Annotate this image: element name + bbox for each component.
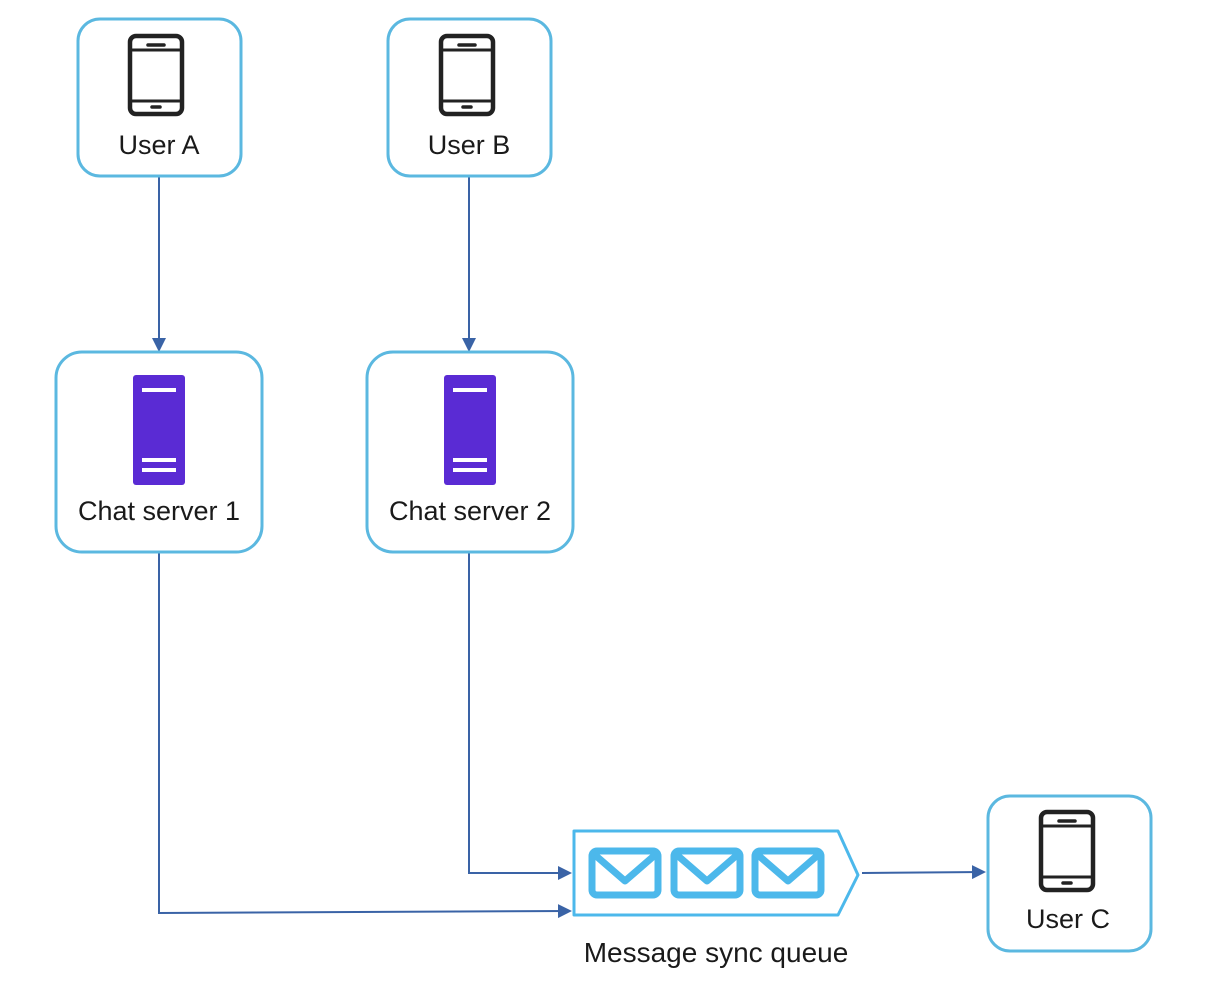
user-c-label: User C xyxy=(1026,904,1110,934)
user-b-node: User B xyxy=(386,17,553,178)
chat-server-1-label: Chat server 1 xyxy=(78,496,240,526)
message-sync-queue-node: Message sync queue xyxy=(572,829,860,968)
user-c-box xyxy=(986,794,1153,953)
user-a-node: User A xyxy=(76,17,243,178)
arrow-chat-server-2-to-queue xyxy=(468,553,572,880)
chat-server-2-node: Chat server 2 xyxy=(365,350,575,554)
server-icon xyxy=(444,375,496,485)
server-icon xyxy=(133,375,185,485)
chat-server-1-node: Chat server 1 xyxy=(54,350,264,554)
user-a-box xyxy=(76,17,243,178)
arrow-chat-server-1-to-queue xyxy=(158,553,572,919)
user-c-node: User C xyxy=(986,794,1153,953)
connectors xyxy=(152,177,986,919)
user-b-label: User B xyxy=(428,130,511,160)
message-sync-queue-label: Message sync queue xyxy=(584,937,849,968)
user-b-box xyxy=(386,17,553,178)
arrow-queue-to-user-c xyxy=(861,865,986,880)
user-a-label: User A xyxy=(118,130,199,160)
chat-server-2-label: Chat server 2 xyxy=(389,496,551,526)
